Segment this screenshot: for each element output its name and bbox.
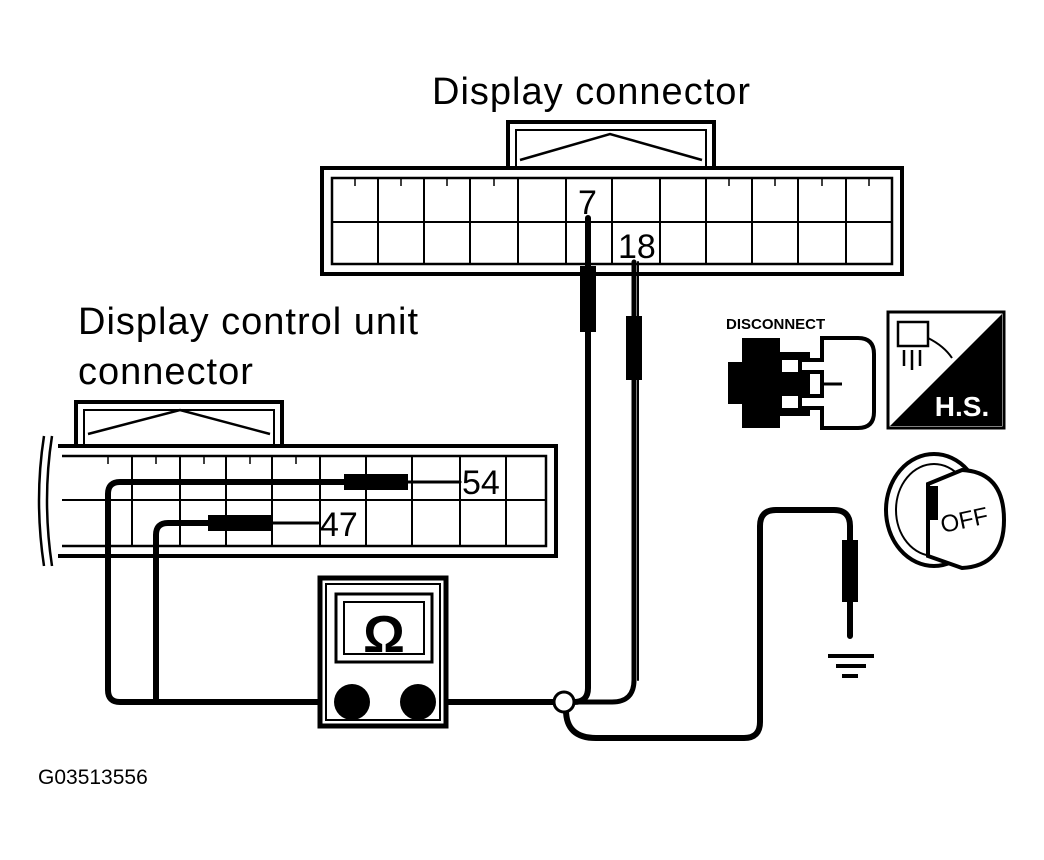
display-connector	[320, 120, 904, 276]
control-unit-connector	[37, 400, 558, 567]
disconnect-label: DISCONNECT	[726, 316, 825, 333]
control-connector-cavities	[131, 456, 507, 546]
disconnect-icon	[728, 336, 876, 430]
probe-sleeves	[208, 266, 858, 602]
ohm-symbol: Ω	[363, 606, 405, 664]
figure-id: G03513556	[38, 766, 148, 789]
pin-47-label: 47	[320, 506, 358, 544]
pin-7-label: 7	[578, 184, 597, 222]
junction-node	[552, 690, 576, 714]
display-connector-title: Display connector	[432, 71, 751, 113]
ohmmeter	[317, 575, 449, 729]
pin-18-label: 18	[618, 228, 656, 266]
ignition-off-icon	[884, 452, 1007, 571]
ground-icon	[828, 654, 874, 678]
harness-label: H.S.	[935, 391, 989, 422]
harness-sign-icon	[886, 310, 1006, 430]
wiring	[105, 215, 853, 741]
control-unit-title-line1: Display control unit	[78, 301, 419, 343]
pin-54-label: 54	[462, 464, 500, 502]
display-connector-cavities	[377, 178, 847, 264]
control-unit-title-line2: connector	[78, 351, 254, 393]
